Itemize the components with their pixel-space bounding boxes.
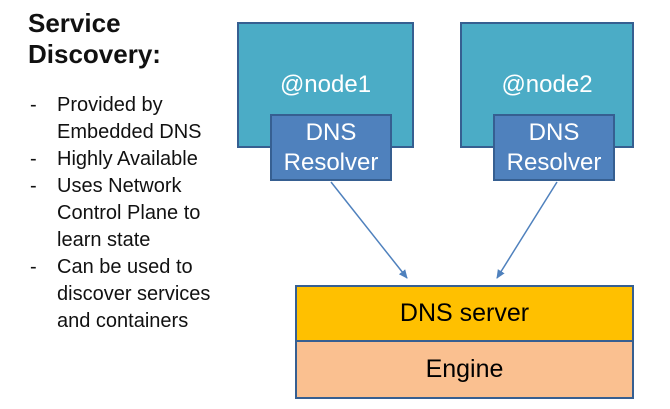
bullet-dash: - bbox=[30, 94, 37, 116]
dns-server-label: DNS server bbox=[399, 299, 530, 327]
dns-resolver1-box: DNS Resolver bbox=[270, 114, 392, 181]
bullet-list: - Provided by Embedded DNS - Highly Avai… bbox=[30, 92, 230, 335]
bullet-dash: - bbox=[30, 175, 37, 197]
node2-label: @node2 bbox=[501, 71, 593, 98]
dns-resolver2-box: DNS Resolver bbox=[493, 114, 615, 181]
dns-server-box: DNS server bbox=[295, 285, 634, 342]
dns-resolver2-label: DNS Resolver bbox=[506, 118, 602, 176]
bullet-text: Can be used to discover services and con… bbox=[57, 256, 211, 332]
bullet-item: - Provided by Embedded DNS bbox=[30, 92, 230, 146]
engine-box: Engine bbox=[295, 339, 634, 399]
bullet-text: Provided by Embedded DNS bbox=[57, 94, 202, 143]
arrow-resolver1-to-dns-server bbox=[330, 181, 408, 279]
bullet-dash: - bbox=[30, 256, 37, 278]
arrow-resolver2-to-dns-server bbox=[496, 181, 558, 279]
slide-title: Service Discovery: bbox=[28, 8, 161, 69]
bullet-item: - Highly Available bbox=[30, 146, 230, 173]
dns-resolver1-label: DNS Resolver bbox=[283, 118, 379, 176]
bullet-dash: - bbox=[30, 148, 37, 170]
node1-label: @node1 bbox=[279, 71, 372, 98]
bullet-item: - Can be used to discover services and c… bbox=[30, 254, 230, 335]
engine-label: Engine bbox=[425, 354, 504, 383]
bullet-item: - Uses Network Control Plane to learn st… bbox=[30, 173, 230, 254]
bullet-text: Highly Available bbox=[57, 148, 198, 170]
bullet-text: Uses Network Control Plane to learn stat… bbox=[57, 175, 201, 251]
